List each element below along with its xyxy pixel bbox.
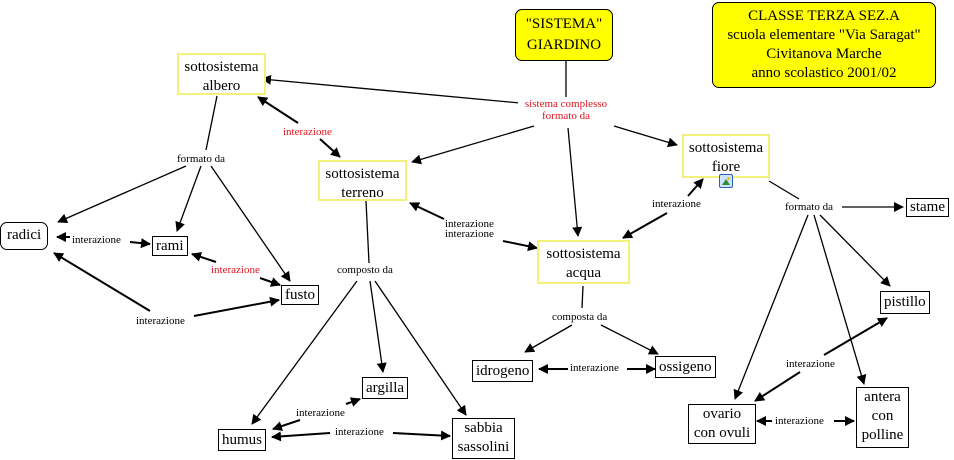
node-class-info[interactable]: CLASSE TERZA SEZ.A scuola elementare "Vi… xyxy=(712,2,936,88)
node-label: sottosistema xyxy=(688,140,764,156)
image-icon[interactable] xyxy=(719,174,733,188)
info-city: Civitanova Marche xyxy=(766,46,882,62)
node-label: sassolini xyxy=(457,439,510,455)
node-pistillo[interactable]: pistillo xyxy=(880,291,930,314)
node-label: sottosistema xyxy=(184,59,259,75)
node-humus[interactable]: humus xyxy=(218,429,267,451)
node-stame[interactable]: stame xyxy=(906,198,949,217)
edge-to-fiore xyxy=(613,125,678,148)
info-school: scuola elementare "Via Saragat" xyxy=(727,27,921,43)
edge-int-albero xyxy=(257,96,299,124)
node-sistema-giardino[interactable]: "SISTEMA" GIARDINO xyxy=(515,9,613,61)
node-sottosistema-terreno[interactable]: sottosistema terreno xyxy=(318,160,407,201)
edge-to-rami xyxy=(175,165,202,232)
edge-to-fusto xyxy=(210,165,291,282)
node-sottosistema-fiore[interactable]: sottosistema fiore xyxy=(682,134,770,178)
link-ovario-antera-interazione: interazione xyxy=(775,415,824,427)
node-argilla[interactable]: argilla xyxy=(362,377,409,399)
node-rami[interactable]: rami xyxy=(152,236,188,256)
node-label: polline xyxy=(861,427,904,443)
node-label: albero xyxy=(202,78,241,94)
node-label: con xyxy=(871,408,894,424)
node-radici[interactable]: radici xyxy=(0,222,49,250)
info-class: CLASSE TERZA SEZ.A xyxy=(748,8,900,24)
link-rami-fusto-interazione: interazione xyxy=(211,264,260,276)
node-idrogeno[interactable]: idrogeno xyxy=(472,360,534,382)
node-label: con ovuli xyxy=(693,425,751,441)
link-radici-rami-interazione: interazione xyxy=(72,234,121,246)
edge-to-radici xyxy=(57,165,187,223)
edge-int-terreno xyxy=(319,138,341,158)
link-label-line: interazione xyxy=(445,218,494,230)
info-year: anno scolastico 2001/02 xyxy=(751,65,897,81)
edge-to-acqua xyxy=(567,127,583,237)
node-ossigeno[interactable]: ossigeno xyxy=(655,356,716,378)
link-radici-fusto-interazione: interazione xyxy=(136,315,185,327)
link-albero-terreno-interazione: interazione xyxy=(283,126,332,138)
link-fiore-formato-da: formato da xyxy=(785,201,833,213)
node-label: acqua xyxy=(566,265,601,281)
link-terreno-acqua-interazione: interazione interazione xyxy=(445,218,494,240)
link-label-line: interazione xyxy=(445,228,494,240)
link-humus-sabbia-interazione: interazione xyxy=(335,426,384,438)
node-fusto[interactable]: fusto xyxy=(281,285,319,305)
link-sistema-complesso: sistema complesso formato da xyxy=(518,98,614,122)
link-label-line: formato da xyxy=(542,110,590,122)
node-label: terreno xyxy=(341,185,384,201)
link-albero-formato-da: formato da xyxy=(177,153,225,165)
link-idrogeno-ossigeno-interazione: interazione xyxy=(570,362,619,374)
node-label: fiore xyxy=(711,159,741,175)
node-label: ovario xyxy=(702,406,742,422)
link-acqua-fiore-interazione: interazione xyxy=(652,198,701,210)
link-acqua-composta-da: composta da xyxy=(552,311,608,323)
node-label: sottosistema xyxy=(546,246,621,262)
link-label-line: sistema complesso xyxy=(524,98,608,110)
node-sabbia-sassolini[interactable]: sabbia sassolini xyxy=(452,418,515,459)
edge-to-terreno xyxy=(411,125,535,165)
link-humus-argilla-interazione: interazione xyxy=(296,407,345,419)
node-label: antera xyxy=(864,389,901,405)
node-antera-con-polline[interactable]: antera con polline xyxy=(856,387,909,448)
node-ovario-con-ovuli[interactable]: ovario con ovuli xyxy=(688,404,756,444)
node-label: sabbia xyxy=(464,420,503,436)
node-label: sottosistema xyxy=(325,166,400,182)
edge-to-albero xyxy=(261,74,521,104)
node-sottosistema-acqua[interactable]: sottosistema acqua xyxy=(537,240,630,284)
link-ovario-pistillo-interazione: interazione xyxy=(786,358,835,370)
link-terreno-composto-da: composto da xyxy=(337,264,393,276)
node-sottosistema-albero[interactable]: sottosistema albero xyxy=(177,53,266,95)
